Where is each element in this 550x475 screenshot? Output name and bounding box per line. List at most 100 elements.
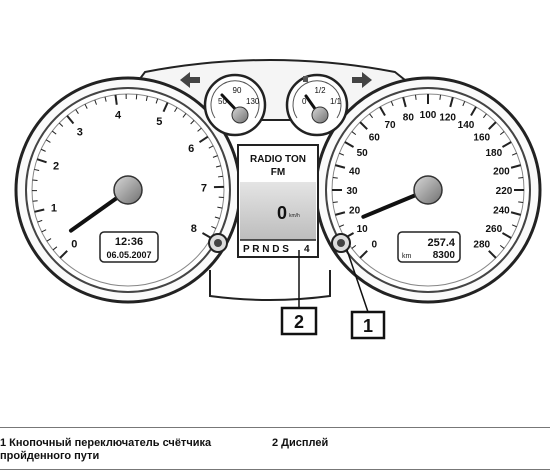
scale-label: 120: [439, 113, 456, 124]
minor-tick: [51, 130, 57, 135]
minor-tick: [46, 238, 52, 242]
minor-tick: [339, 152, 345, 156]
major-tick: [201, 232, 212, 239]
scale-label: 200: [493, 166, 510, 177]
minor-tick: [58, 122, 64, 127]
scale-label: 0: [71, 239, 77, 251]
caption-item-1: 1 Кнопочный переключатель счётчика пройд…: [0, 437, 212, 462]
scale-label: 180: [485, 148, 502, 159]
fuel-gauge: 0 1/2 1/1: [285, 73, 349, 137]
scale-label: 5: [156, 116, 162, 128]
minor-tick: [182, 113, 187, 118]
left-knob-button[interactable]: [208, 233, 228, 253]
clock-time: 12:36: [115, 236, 143, 248]
scale-label: 50: [357, 148, 369, 159]
minor-tick: [499, 131, 505, 135]
scale-label: 4: [115, 110, 122, 122]
major-tick: [162, 102, 169, 113]
major-tick: [59, 250, 68, 259]
center-display: RADIO TON FM 0 km/h P R N D S 4: [237, 144, 319, 258]
fuel-high-label: 1/1: [330, 97, 342, 106]
scale-label: 140: [458, 120, 475, 131]
tachometer-ticks: [31, 94, 224, 259]
minor-tick: [390, 101, 394, 107]
minor-tick: [34, 168, 40, 171]
minor-tick: [197, 127, 202, 132]
major-tick: [488, 121, 497, 130]
major-tick: [335, 164, 346, 169]
minor-tick: [37, 219, 43, 223]
minor-tick: [414, 94, 417, 100]
minor-tick: [339, 224, 345, 228]
scale-label: 8: [191, 223, 197, 235]
minor-tick: [439, 94, 442, 100]
major-tick: [114, 94, 118, 105]
temperature-gauge: 50 90 130: [203, 73, 267, 137]
scale-label: 1: [51, 202, 57, 214]
callout-1: 1: [350, 310, 386, 340]
caption-bottom-rule: [0, 469, 550, 470]
scale-label: 2: [53, 161, 59, 173]
major-tick: [36, 158, 47, 164]
scale-label: 260: [485, 224, 502, 235]
tachometer-hub: [113, 175, 143, 205]
major-tick: [66, 115, 75, 125]
odometer-unit: km: [402, 253, 412, 260]
scale-label: 220: [496, 186, 513, 197]
clock-date-window: [99, 231, 159, 263]
major-tick: [34, 208, 45, 213]
major-tick: [359, 250, 368, 259]
minor-tick: [52, 246, 58, 251]
minor-tick: [217, 206, 223, 209]
minor-tick: [483, 113, 487, 119]
temp-mid-label: 90: [233, 86, 242, 95]
minor-tick: [211, 226, 217, 229]
display-line2: FM: [271, 167, 285, 178]
display-gear-number: 4: [304, 244, 310, 255]
display-speed: 0: [277, 203, 287, 223]
callout-2: 2: [280, 306, 318, 336]
minor-tick: [41, 229, 47, 233]
major-tick: [359, 121, 368, 130]
scale-label: 10: [357, 224, 369, 235]
temp-low-label: 50: [218, 97, 227, 106]
major-tick: [344, 141, 355, 148]
minor-tick: [208, 145, 214, 149]
major-tick: [470, 106, 477, 117]
major-tick: [449, 97, 454, 108]
scale-label: 80: [403, 113, 415, 124]
minor-tick: [351, 131, 357, 135]
minor-tick: [332, 176, 338, 179]
scale-label: 70: [384, 120, 396, 131]
minor-tick: [511, 224, 517, 228]
minor-tick: [145, 95, 148, 101]
trip-reset-button[interactable]: [331, 233, 351, 253]
major-tick: [198, 135, 209, 144]
minor-tick: [190, 120, 195, 125]
fuel-pump-icon: [303, 76, 308, 82]
display-line1: RADIO TON: [250, 154, 306, 165]
display-gear-positions: P R N D S: [243, 244, 289, 255]
clock-date: 06.05.2007: [106, 250, 151, 260]
scale-label: 6: [188, 143, 194, 155]
major-tick: [501, 141, 512, 148]
scale-label: 100: [420, 110, 437, 121]
svg-text:2: 2: [294, 312, 304, 332]
scale-label: 0: [371, 240, 377, 251]
major-tick: [379, 106, 386, 117]
minor-tick: [462, 101, 466, 107]
minor-tick: [104, 96, 107, 102]
scale-label: 240: [493, 206, 510, 217]
fuel-mid-label: 1/2: [314, 86, 326, 95]
minor-tick: [32, 200, 38, 202]
major-tick: [510, 164, 521, 169]
minor-tick: [32, 179, 38, 181]
callout-1-leader: [346, 249, 369, 313]
scale-label: 20: [349, 206, 361, 217]
minor-tick: [155, 98, 159, 104]
major-tick: [335, 211, 346, 216]
